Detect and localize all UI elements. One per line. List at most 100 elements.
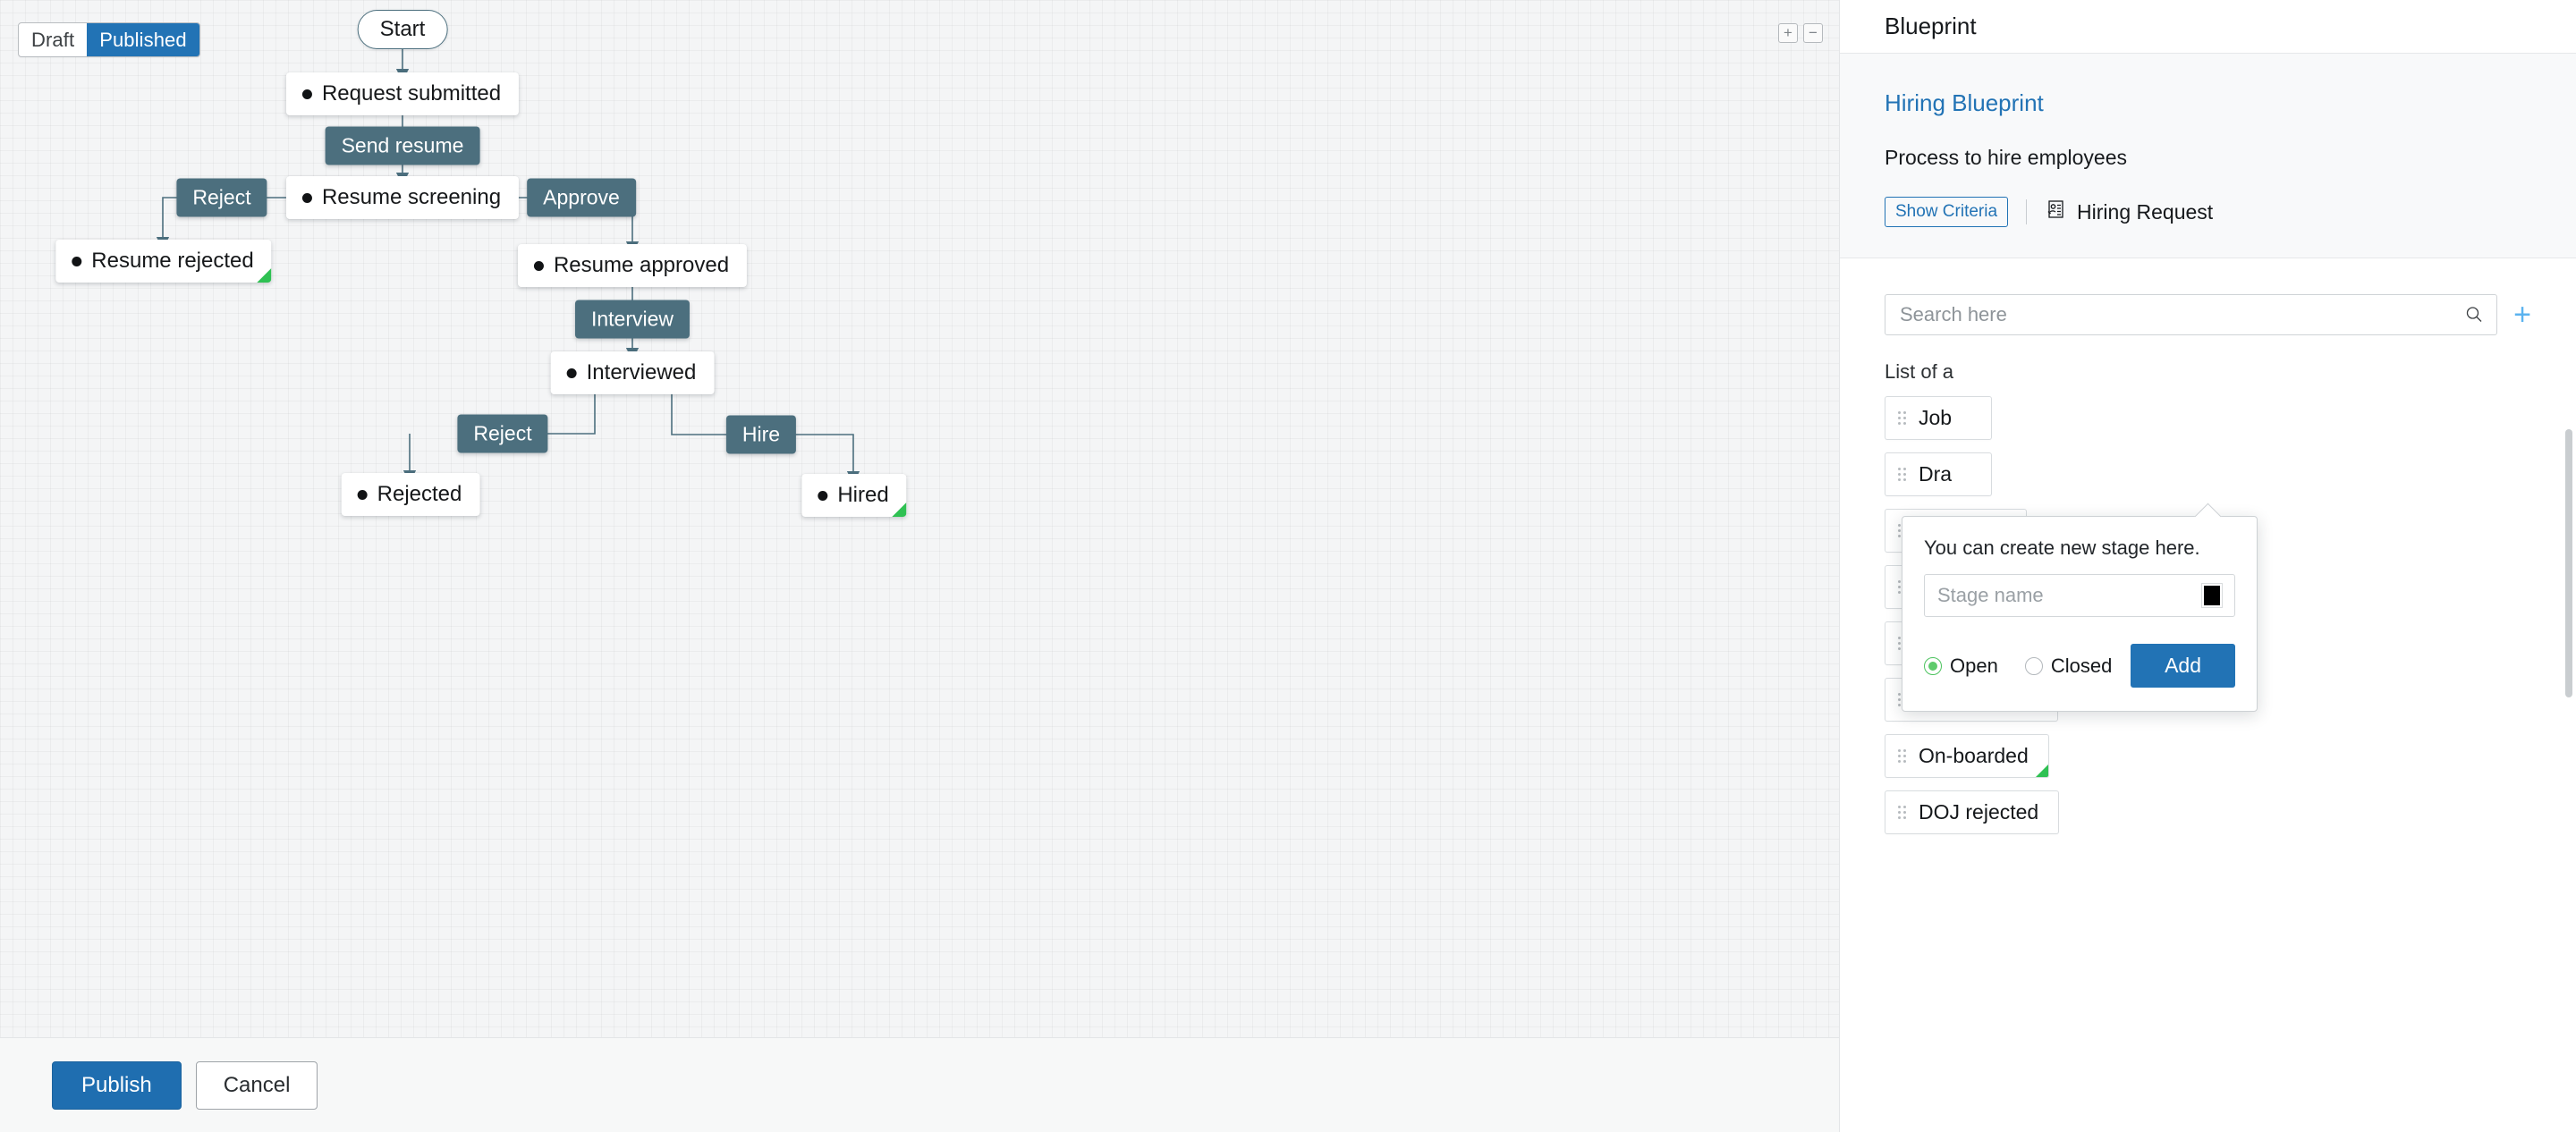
transition-node-body: Hire (725, 415, 797, 454)
transition-node-body: Send resume (325, 126, 480, 165)
list-item[interactable]: On-boarded (1885, 734, 2049, 778)
search-icon[interactable] (2464, 305, 2484, 329)
stage-name-field[interactable] (1924, 574, 2235, 617)
flow-node-reject-1[interactable]: Reject (176, 178, 267, 217)
page-title: Blueprint (1885, 13, 1977, 39)
meta-divider (2026, 199, 2028, 224)
stage-list-label: List of a (1885, 360, 1954, 383)
drag-handle-icon[interactable] (1898, 411, 1906, 425)
flow-connectors (156, 39, 860, 485)
blueprint-meta-row: Show Criteria Hiring Request (1885, 197, 2531, 227)
flow-node-resume-rejected[interactable]: Resume rejected (55, 240, 272, 283)
panel-scrollbar[interactable] (2565, 429, 2572, 697)
zoom-out-icon[interactable]: − (1803, 23, 1823, 43)
flow-node-resume-screening[interactable]: Resume screening (285, 176, 520, 219)
closed-stage-flag-icon (892, 503, 907, 517)
state-node-label: Rejected (377, 482, 462, 506)
popover-controls: Open Closed Add (1924, 644, 2235, 688)
flow-node-start[interactable]: Start (357, 10, 448, 49)
toggle-published[interactable]: Published (87, 23, 199, 57)
list-item[interactable]: Dra (1885, 452, 1992, 496)
state-node-label: Resume approved (553, 253, 730, 277)
radio-open-dot[interactable] (1924, 656, 1942, 675)
flow-node-interviewed[interactable]: Interviewed (550, 351, 715, 394)
stage-item-label: Dra (1919, 462, 1953, 486)
flow-node-rejected[interactable]: Rejected (341, 473, 480, 516)
flow-node-hired[interactable]: Hired (801, 474, 907, 517)
stage-name-input[interactable] (1937, 584, 2202, 607)
radio-open[interactable]: Open (1924, 655, 1998, 678)
transition-node-body: Interview (574, 300, 691, 339)
stage-item-label: DOJ rejected (1919, 800, 2039, 824)
state-node-body: Hired (801, 474, 907, 517)
add-stage-plus-icon[interactable]: + (2513, 298, 2531, 332)
state-dot-icon (818, 491, 828, 502)
hiring-request-item[interactable]: Hiring Request (2045, 199, 2213, 225)
radio-open-label: Open (1950, 654, 1998, 677)
state-dot-icon (301, 193, 312, 204)
state-node-label: Hired (837, 483, 889, 507)
transition-node-body: Approve (527, 178, 636, 217)
flow-node-request-submitted[interactable]: Request submitted (285, 72, 520, 115)
blueprint-panel: Blueprint Hiring Blueprint Process to hi… (1840, 0, 2576, 1132)
state-node-label: Resume screening (321, 185, 502, 209)
create-stage-popover: You can create new stage here. Open Clos… (1902, 516, 2258, 712)
state-node-label: Request submitted (321, 81, 502, 106)
state-node-label: Resume rejected (91, 249, 254, 273)
toggle-draft[interactable]: Draft (31, 29, 75, 51)
show-criteria-button[interactable]: Show Criteria (1885, 197, 2009, 227)
blueprint-name-link[interactable]: Hiring Blueprint (1885, 89, 2044, 116)
zoom-in-icon[interactable]: + (1778, 23, 1798, 43)
flow-node-hire[interactable]: Hire (725, 415, 797, 454)
stage-item-label: On-boarded (1919, 744, 2029, 767)
state-node-body: Interviewed (550, 351, 715, 394)
state-node-label: Interviewed (586, 360, 697, 384)
flow-node-reject-2[interactable]: Reject (457, 414, 548, 453)
state-node-body: Resume rejected (55, 240, 272, 283)
panel-header: Blueprint (1840, 0, 2576, 54)
closed-stage-flag-icon (257, 268, 272, 283)
drag-handle-icon[interactable] (1898, 806, 1906, 819)
state-node-body: Rejected (341, 473, 480, 516)
stage-search-row: + (1885, 294, 2531, 335)
search-box[interactable] (1885, 294, 2498, 335)
cancel-button[interactable]: Cancel (195, 1060, 318, 1110)
transition-node-body: Reject (176, 178, 267, 217)
flow-node-approve[interactable]: Approve (527, 178, 636, 217)
closed-stage-flag-icon (2035, 765, 2048, 777)
stage-color-swatch[interactable] (2201, 583, 2223, 608)
state-dot-icon (566, 368, 577, 379)
search-input[interactable] (1900, 303, 2456, 326)
state-dot-icon (72, 257, 82, 267)
flow-node-send-resume[interactable]: Send resume (325, 126, 480, 165)
state-dot-icon (301, 89, 312, 100)
flow-node-interview[interactable]: Interview (574, 300, 691, 339)
publish-button[interactable]: Publish (52, 1060, 182, 1110)
drag-handle-icon[interactable] (1898, 468, 1906, 481)
hiring-request-icon (2045, 199, 2066, 225)
state-dot-icon (533, 261, 544, 272)
state-node-body: Request submitted (285, 72, 520, 115)
canvas-action-bar: Publish Cancel (0, 1037, 1839, 1132)
flow-node-resume-approved[interactable]: Resume approved (517, 244, 748, 287)
zoom-controls[interactable]: + − (1778, 23, 1823, 43)
state-toggle[interactable]: Draft Published (18, 22, 200, 58)
add-stage-button[interactable]: Add (2131, 644, 2235, 688)
blueprint-description: Process to hire employees (1885, 146, 2128, 169)
list-item[interactable]: DOJ rejected (1885, 790, 2060, 834)
drag-handle-icon[interactable] (1898, 749, 1906, 763)
transition-node-body: Reject (457, 414, 548, 453)
radio-closed-dot[interactable] (2024, 656, 2043, 675)
radio-closed-label: Closed (2050, 654, 2113, 677)
state-node-body: Resume approved (517, 244, 748, 287)
state-dot-icon (357, 490, 368, 501)
start-node-body: Start (357, 10, 448, 49)
hiring-request-label: Hiring Request (2077, 199, 2214, 224)
list-item[interactable]: Job (1885, 396, 1992, 440)
stages-area: + List of a JobDraApprovedDocs requested… (1840, 258, 2576, 834)
stage-item-label: Job (1919, 406, 1953, 429)
state-node-body: Resume screening (285, 176, 520, 219)
radio-closed[interactable]: Closed (2024, 654, 2113, 678)
popover-title: You can create new stage here. (1924, 536, 2200, 559)
